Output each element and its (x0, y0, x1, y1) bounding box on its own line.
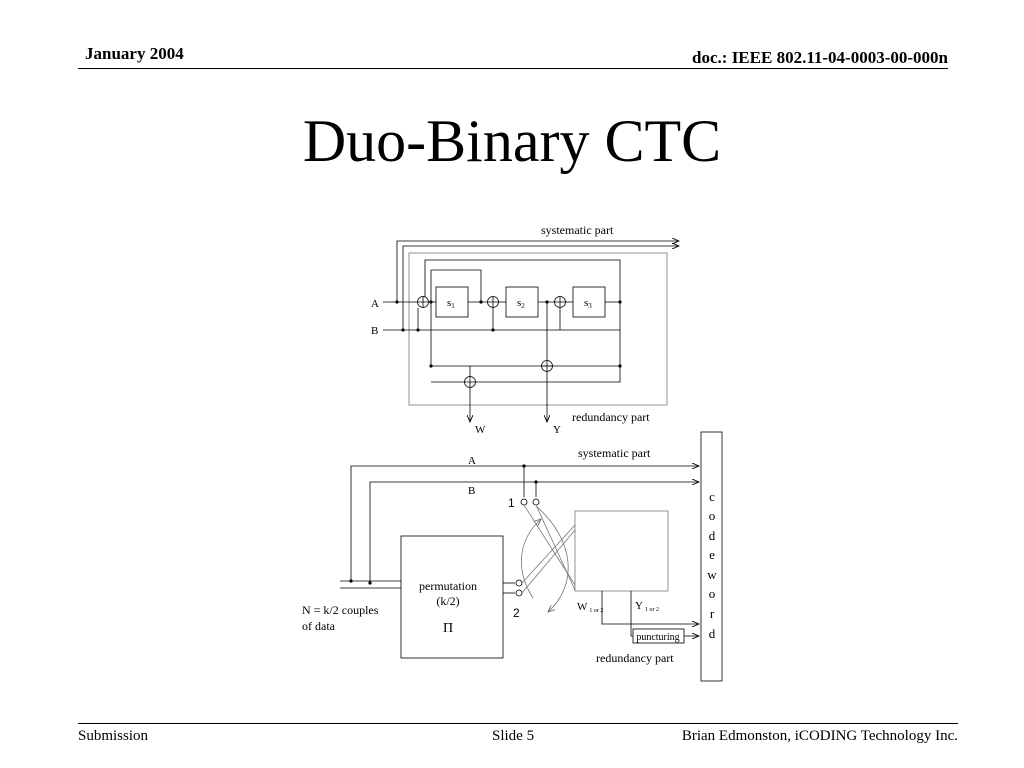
state-s2-box (505, 286, 539, 318)
codeword-letter: c (709, 489, 715, 504)
xor-adder-1 (417, 296, 429, 308)
permutation-symbol: Π (443, 621, 453, 636)
codeword-letter: w (707, 567, 717, 582)
xor-adder-3 (554, 296, 566, 308)
switch-contact-2a (515, 579, 523, 587)
codeword-bar (700, 431, 723, 682)
footer-submission: Submission (78, 728, 149, 744)
turbo-input-a: A (468, 455, 476, 467)
encoder-redundancy-label: redundancy part (572, 410, 650, 424)
turbo-redundancy-label: redundancy part (596, 651, 674, 665)
turbo-systematic-label: systematic part (578, 446, 651, 460)
switch-position-1: 1 (508, 496, 515, 510)
duo-binary-encoder: systematic part A B s1 s2 s3 (371, 223, 679, 436)
codeword-letter: e (709, 547, 715, 562)
codeword-letter: d (709, 626, 716, 641)
constituent-encoder-box (574, 510, 669, 592)
switch-contact-1b (532, 498, 540, 506)
xor-adder-2 (487, 296, 499, 308)
footer-author: Brian Edmonston, iCODING Technology Inc. (681, 728, 958, 744)
encoder-systematic-label: systematic part (541, 223, 614, 237)
codeword-letter: r (710, 606, 715, 621)
encoder-input-b: B (371, 325, 378, 337)
encoder-output-y: Y (553, 424, 561, 436)
state-s1-label: s1 (447, 297, 455, 310)
encoder-input-a: A (371, 298, 379, 310)
codeword-letter: o (709, 586, 716, 601)
switch-contact-1a (520, 498, 528, 506)
footer-slide-number: Slide 5 (492, 728, 535, 744)
puncturing-label: puncturing (636, 632, 679, 643)
header-date: January 2004 (85, 44, 184, 63)
data-couples-line2: of data (302, 619, 336, 633)
state-s2-label: s2 (517, 297, 525, 310)
switch-contact-2b (515, 589, 523, 597)
header-rule (78, 68, 948, 69)
permutation-label: permutation (419, 579, 477, 593)
data-couples-line1: N = k/2 couples (302, 603, 379, 617)
state-s3-label: s3 (584, 297, 592, 310)
xor-adder-y (541, 360, 553, 372)
turbo-input-b: B (468, 485, 475, 497)
header-doc-id: doc.: IEEE 802.11-04-0003-00-000n (692, 48, 948, 67)
state-s1-box (435, 286, 469, 318)
codeword-letter: o (709, 508, 716, 523)
switch-position-2: 2 (513, 606, 520, 620)
turbo-encoder-structure: A B systematic part N = k/2 couples of d… (302, 431, 723, 682)
xor-adder-w (464, 376, 476, 388)
slide-title: Duo-Binary CTC (302, 108, 722, 174)
state-s3-box (572, 286, 606, 318)
encoder-output-w: W (475, 424, 486, 436)
codeword-letter: d (709, 528, 716, 543)
permutation-size: (k/2) (436, 594, 459, 608)
permutation-box (400, 535, 504, 659)
footer-rule (78, 723, 958, 724)
